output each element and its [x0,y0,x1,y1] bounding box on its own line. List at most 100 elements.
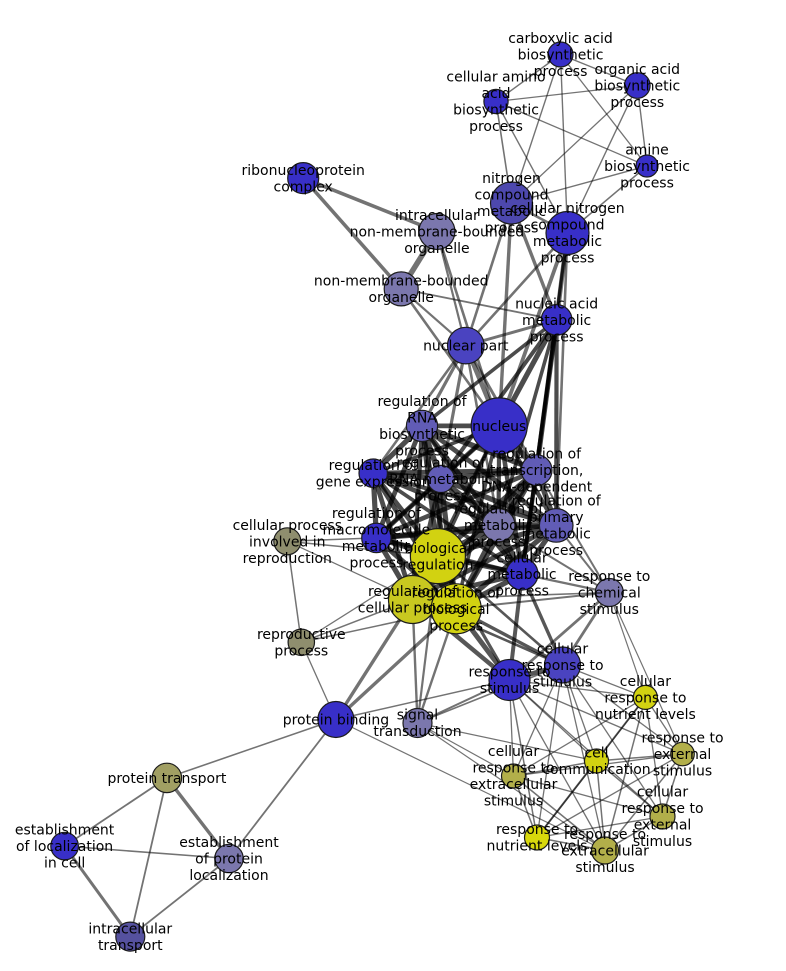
edge-cell-communication--cellular-response-to-extracellular-stimulus [513,760,597,777]
edge-response-to-stimulus--response-to-nutrient-levels [508,679,538,838]
node-nitrogen-compound-metabolic-process[interactable] [489,181,534,225]
edge-cellular-response-to-stimulus--response-to-extracellular-stimulus [561,664,606,851]
edge-response-to-chemical-stimulus--response-to-stimulus [508,591,611,682]
node-nuclear-part[interactable] [446,326,485,365]
edge-establishment-of-localization-in-cell--intracellular-transport [63,845,132,938]
edge-regulation-of-rna-metabolic-process--regulation-of-transcription-dna-dependent [440,467,537,482]
node-response-to-stimulus[interactable] [488,658,531,702]
node-regulation-of-transcription-dna-dependent[interactable] [520,454,553,487]
edge-regulation-of-transcription-dna-dependent--response-to-chemical-stimulus [535,469,611,594]
node-protein-binding[interactable] [317,700,355,739]
node-ribonucleoprotein-complex[interactable] [287,162,320,195]
node-regulation-of-macromolecule-metabolic-process[interactable] [361,522,392,554]
edge-response-to-external-stimulus--response-to-nutrient-levels [536,753,683,839]
edge-cell-communication--response-to-nutrient-levels [536,760,598,838]
node-establishment-of-localization-in-cell[interactable] [50,831,79,861]
node-intracellular-non-membrane-bounded-organelle[interactable] [418,212,456,251]
node-cellular-response-to-stimulus[interactable] [543,646,582,684]
edge-organic-acid-biosynthetic-process--cellular-amino-acid-biosynthetic-process [495,84,638,103]
node-intracellular-transport[interactable] [115,921,146,952]
node-regulation-of-primary-metabolic-process[interactable] [538,508,574,543]
node-response-to-chemical-stimulus[interactable] [594,577,624,608]
node-response-to-external-stimulus[interactable] [670,741,695,767]
edge-regulation-of-metabolic-process--response-to-chemical-stimulus [497,524,610,594]
node-cell-communication[interactable] [583,748,610,774]
edge-organic-acid-biosynthetic-process--amine-biosynthetic-process [636,85,648,167]
edge-establishment-of-localization-in-cell--establishment-of-protein-localization [64,845,230,860]
edge-carboxylic-acid-biosynthetic-process--amine-biosynthetic-process [559,54,648,167]
node-regulation-of-biological-process[interactable] [430,583,482,635]
node-organic-acid-biosynthetic-process[interactable] [623,72,651,99]
node-regulation-of-gene-expression[interactable] [358,458,388,488]
node-regulation-of-rna-metabolic-process[interactable] [426,464,456,494]
edge-response-to-external-stimulus--response-to-extracellular-stimulus [604,753,684,851]
edge-cellular-amino-acid-biosynthetic-process--amine-biosynthetic-process [495,100,648,167]
edge-regulation-of-biological-process--protein-binding [334,607,458,721]
node-regulation-of-rna-biosynthetic-process[interactable] [405,409,439,443]
edge-cellular-response-to-nutrient-levels--cellular-response-to-extracellular-stimulus [513,696,646,777]
node-cellular-amino-acid-biosynthetic-process[interactable] [483,88,509,115]
node-cellular-response-to-nutrient-levels[interactable] [632,684,659,711]
node-response-to-extracellular-stimulus[interactable] [590,836,620,865]
edge-establishment-of-protein-localization--intracellular-transport [129,857,230,938]
node-amine-biosynthetic-process[interactable] [635,154,659,178]
edge-regulation-of-transcription-dna-dependent--cellular-metabolic-process [519,469,539,575]
edge-response-to-stimulus--response-to-extracellular-stimulus [508,679,606,851]
edge-signal-transduction--cell-communication [417,722,597,762]
node-cellular-response-to-external-stimulus[interactable] [649,803,676,830]
edge-nuclear-part--regulation-of-gene-expression [372,344,467,474]
node-cellular-metabolic-process[interactable] [505,557,539,591]
node-cellular-process-involved-in-reproduction[interactable] [273,527,302,556]
edge-ribonucleoprotein-complex--non-membrane-bounded-organelle [301,176,403,291]
node-cellular-response-to-extracellular-stimulus[interactable] [500,763,527,789]
node-carboxylic-acid-biosynthetic-process[interactable] [547,41,574,68]
edge-cellular-nitrogen-compound-metabolic-process--nucleus [497,232,570,427]
label-nucleus: nucleus [472,419,526,435]
node-signal-transduction[interactable] [402,707,433,739]
edge-carboxylic-acid-biosynthetic-process--nitrogen-compound-metabolic-process [510,54,562,204]
node-cellular-nitrogen-compound-metabolic-process[interactable] [545,210,590,256]
edge-protein-binding--establishment-of-protein-localization [228,718,337,860]
edge-nitrogen-compound-metabolic-process--nucleus [497,202,514,426]
node-non-membrane-bounded-organelle[interactable] [383,271,419,307]
edge-nitrogen-compound-metabolic-process--nuclear-part [464,202,513,346]
edge-cell-communication--response-to-extracellular-stimulus [595,760,606,851]
node-establishment-of-protein-localization[interactable] [214,843,244,874]
edge-amine-biosynthetic-process--nitrogen-compound-metabolic-process [511,165,648,204]
node-nucleus[interactable] [470,397,528,455]
node-biological-regulation[interactable] [409,527,466,585]
node-regulation-of-metabolic-process[interactable] [481,508,516,543]
node-protein-transport[interactable] [151,762,183,794]
edge-protein-transport--establishment-of-localization-in-cell [64,777,168,847]
edge-cell-communication--cellular-response-to-external-stimulus [596,760,663,818]
node-reproductive-process[interactable] [287,628,316,657]
node-response-to-nutrient-levels[interactable] [523,824,551,851]
label-protein-binding: protein binding [283,712,389,728]
edge-carboxylic-acid-biosynthetic-process--cellular-amino-acid-biosynthetic-process [495,53,561,103]
edge-protein-binding--response-to-stimulus [335,679,510,721]
node-nucleic-acid-metabolic-process[interactable] [540,304,573,336]
